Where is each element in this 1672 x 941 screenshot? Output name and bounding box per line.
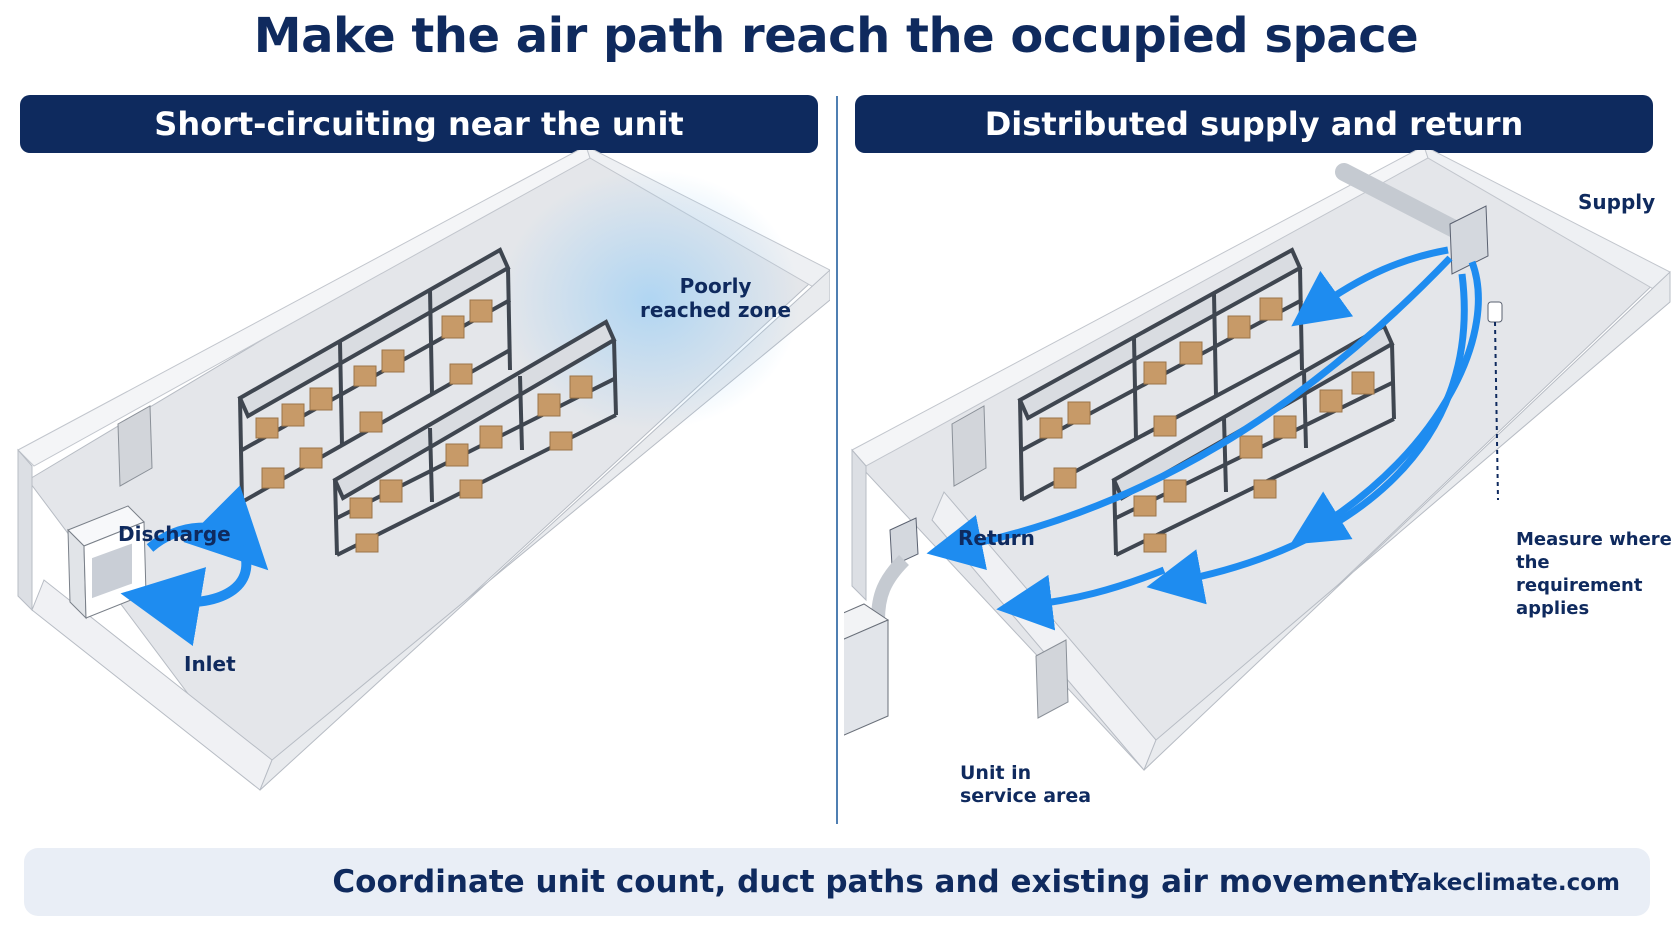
label-supply: Supply — [1578, 190, 1656, 214]
supply-airflow-arrow-middle — [926, 255, 1453, 570]
label-return: Return — [958, 526, 1035, 550]
supply-duct — [1335, 163, 1473, 243]
shelf-boxes-back — [255, 299, 493, 489]
sensor-icon — [1487, 301, 1503, 323]
shelf-boxes-back — [1039, 297, 1283, 489]
shelf-boxes-front — [349, 375, 593, 553]
discharge-airflow-arrow — [146, 485, 269, 571]
shelf-boxes-front — [1133, 371, 1375, 553]
panel-divider — [836, 96, 838, 824]
door-icon — [1035, 639, 1069, 719]
left-room-illustration — [17, 150, 830, 791]
measure-leader-line — [1494, 321, 1499, 501]
brand-link[interactable]: Yakeclimate.com — [1402, 870, 1620, 896]
right-room-illustration — [844, 150, 1671, 771]
return-airflow-arrow — [996, 566, 1166, 631]
supply-airflow-arrow-low — [1290, 260, 1482, 545]
label-unit-in-service-area: Unit in service area — [960, 762, 1092, 807]
outdoor-dehumidifier-unit — [844, 603, 890, 736]
label-inlet: Inlet — [184, 652, 236, 676]
label-poorly-reached-zone: Poorly reached zone — [640, 274, 792, 322]
main-title: Make the air path reach the occupied spa… — [253, 8, 1419, 64]
inlet-airflow-arrow — [120, 543, 252, 647]
door-icon — [951, 405, 987, 487]
supply-airflow-arrow-far — [1146, 273, 1468, 605]
footer-message: Coordinate unit count, duct paths and ex… — [332, 864, 1416, 900]
label-measure-where-requirement-applies: Measure where the requirement applies — [1516, 529, 1672, 619]
right-panel-header: Distributed supply and return — [855, 95, 1653, 153]
return-grille — [889, 517, 919, 567]
label-discharge: Discharge — [118, 522, 231, 546]
footer-bar: Coordinate unit count, duct paths and ex… — [24, 848, 1650, 916]
room-front-left-wall — [17, 448, 33, 612]
left-panel-header: Short-circuiting near the unit — [20, 95, 818, 153]
supply-diffuser — [1449, 205, 1489, 275]
door-icon — [117, 405, 153, 487]
room-front-left-wall — [851, 448, 867, 602]
supply-airflow-arrow-back — [1291, 246, 1449, 327]
room-right-front-wall — [1143, 270, 1671, 771]
